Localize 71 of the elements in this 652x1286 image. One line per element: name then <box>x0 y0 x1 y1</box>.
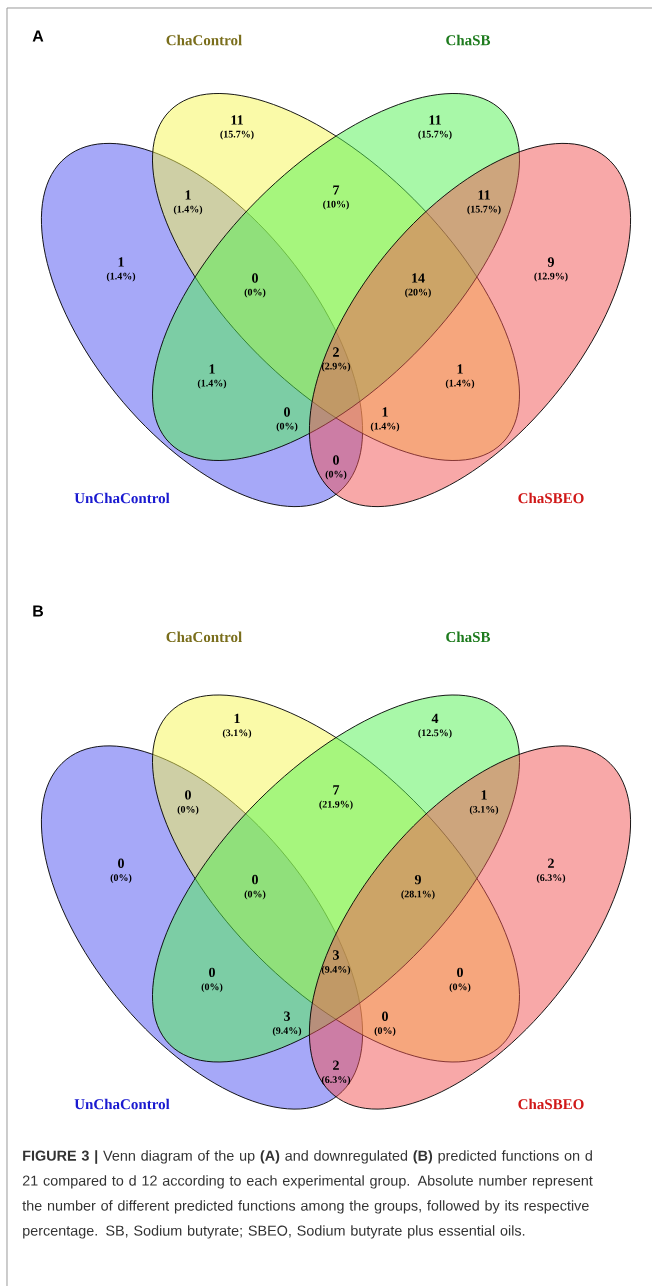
region-percentage: (0%) <box>374 1026 396 1037</box>
region-count: 0 <box>185 790 191 800</box>
region-count: 2 <box>548 858 554 868</box>
region-percentage: (15.7%) <box>220 130 254 140</box>
region-count: 0 <box>209 967 215 978</box>
region-count: 7 <box>333 185 340 195</box>
region-percentage: (0%) <box>325 470 347 480</box>
region-count: 3 <box>333 950 339 960</box>
region-percentage: (3.1%) <box>469 805 499 815</box>
region-percentage: (0%) <box>276 422 298 432</box>
set-label: ChaControl <box>166 34 242 46</box>
region-percentage: (0%) <box>201 983 223 993</box>
region-percentage: (10%) <box>323 200 349 210</box>
region-percentage: (0%) <box>244 288 266 298</box>
set-label: ChaSBEO <box>518 1098 584 1110</box>
region-count: 14 <box>412 273 425 283</box>
region-percentage: (0%) <box>110 873 132 884</box>
region-count: 2 <box>333 347 339 357</box>
region-count: 11 <box>429 115 441 125</box>
region-percentage: (6.3%) <box>321 1075 351 1086</box>
region-percentage: (1.4%) <box>106 272 136 282</box>
region-count: 1 <box>185 190 191 200</box>
figure-caption: FIGURE 3 | Venn diagram of the up (A) and downregulated (B) predicted functions on d 21 compared to d 12 according to each experimental group. Absolute number represent the number of different predicted functions among the groups, followed by its respective percentage. SB, Sodium butyrate; SBEO, Sodium butyrate plus essential oils. <box>22 1150 593 1239</box>
region-count: 3 <box>284 1011 290 1021</box>
region-percentage: (9.4%) <box>272 1026 302 1037</box>
region-percentage: (15.7%) <box>467 205 501 215</box>
region-percentage: (9.4%) <box>321 965 351 975</box>
region-count: 0 <box>382 1011 388 1021</box>
region-count: 1 <box>209 364 215 374</box>
region-count: 11 <box>231 115 243 125</box>
region-percentage: (2.9%) <box>321 362 351 372</box>
panel-letter: A <box>32 30 44 42</box>
region-percentage: (1.4%) <box>173 205 203 215</box>
region-percentage: (15.7%) <box>418 130 452 140</box>
region-percentage: (6.3%) <box>536 873 566 884</box>
region-count: 0 <box>252 273 258 283</box>
region-percentage: (28.1%) <box>401 890 435 900</box>
region-percentage: (0%) <box>244 890 266 900</box>
set-label: UnChaControl <box>74 492 170 504</box>
region-count: 7 <box>333 785 340 795</box>
region-count: 1 <box>118 257 124 267</box>
region-count: 0 <box>457 967 463 978</box>
region-count: 0 <box>118 858 124 868</box>
region-percentage: (12.9%) <box>534 272 568 282</box>
region-percentage: (20%) <box>405 288 431 298</box>
region-count: 0 <box>333 455 339 465</box>
region-percentage: (21.9%) <box>319 800 353 810</box>
set-label: ChaControl <box>166 631 242 643</box>
region-percentage: (3.1%) <box>222 729 252 739</box>
region-count: 1 <box>457 364 463 374</box>
set-label: ChaSB <box>446 34 491 46</box>
panel-letter: B <box>33 605 44 617</box>
region-count: 4 <box>431 713 439 723</box>
region-count: 0 <box>252 874 258 885</box>
region-count: 0 <box>284 407 290 417</box>
region-count: 1 <box>234 713 240 723</box>
region-percentage: (0%) <box>177 805 199 815</box>
region-count: 9 <box>547 257 554 267</box>
region-count: 1 <box>382 407 388 417</box>
region-count: 1 <box>481 790 487 800</box>
region-count: 2 <box>333 1060 339 1070</box>
region-percentage: (1.4%) <box>445 379 475 389</box>
region-percentage: (1.4%) <box>370 422 400 432</box>
set-label: ChaSB <box>446 631 491 643</box>
region-percentage: (0%) <box>449 983 471 993</box>
region-count: 9 <box>414 874 421 885</box>
region-percentage: (1.4%) <box>197 379 227 389</box>
region-count: 11 <box>478 190 490 200</box>
region-percentage: (12.5%) <box>418 729 452 739</box>
set-label: UnChaControl <box>74 1098 170 1110</box>
set-label: ChaSBEO <box>518 492 584 504</box>
